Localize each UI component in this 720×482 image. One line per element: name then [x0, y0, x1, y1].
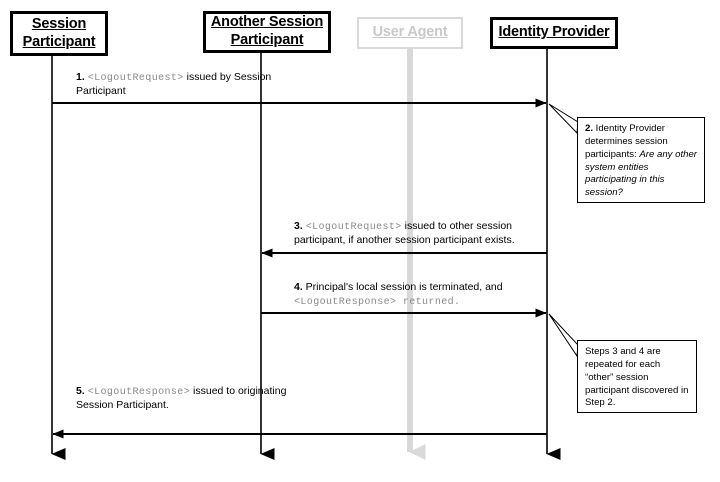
note-step2-text: Identity Provider determines session par…: [585, 123, 668, 160]
actor-box-session-participant[interactable]: Session Participant: [10, 11, 108, 56]
actor-label-session-participant: Session Participant: [22, 15, 96, 50]
message-number-1: 1.: [76, 71, 85, 83]
actor-box-user-agent[interactable]: User Agent: [357, 17, 463, 49]
actor-box-identity-provider[interactable]: Identity Provider: [490, 17, 618, 49]
actor-label-identity-provider: Identity Provider: [498, 24, 610, 41]
note-step2-question: Are any other system entities participat…: [585, 148, 698, 199]
message-text-5: issued to originating Session Participan…: [76, 385, 287, 412]
message-code-4: <LogoutResponse> returned.: [294, 296, 461, 308]
note-repeat-text: Steps 3 and 4 are repeated for each “oth…: [585, 346, 689, 409]
message-code-5: <LogoutResponse>: [87, 387, 191, 398]
note-repeat: Steps 3 and 4 are repeated for each “oth…: [577, 340, 697, 413]
actor-label-another-session-participant: Another Session Participant: [210, 14, 324, 48]
message-text-1: issued by Session Participant: [76, 71, 272, 98]
message-number-3: 3.: [294, 220, 303, 232]
message-code-1: <LogoutRequest>: [87, 73, 184, 84]
message-label-1: 1. <LogoutRequest> issued by Session Par…: [76, 71, 286, 99]
message-number-5: 5.: [76, 385, 85, 397]
message-text-3: issued to other session participant, if …: [294, 220, 515, 247]
actor-label-user-agent: User Agent: [372, 24, 448, 41]
actor-box-another-session-participant[interactable]: Another Session Participant: [203, 11, 331, 53]
message-label-4: 4. Principal's local session is terminat…: [294, 281, 544, 309]
message-code-3: <LogoutRequest>: [305, 222, 402, 233]
message-label-3: 3. <LogoutRequest> issued to other sessi…: [294, 220, 544, 248]
note-leader-step2: [548, 103, 579, 135]
message-text-4: Principal's local session is terminated,…: [302, 281, 503, 293]
note-leader-repeat: [548, 313, 579, 358]
note-step2-number: 2.: [585, 123, 594, 134]
note-step2: 2. Identity Provider determines session …: [577, 117, 705, 203]
message-label-5: 5. <LogoutResponse> issued to originatin…: [76, 385, 306, 413]
message-number-4: 4.: [294, 281, 303, 293]
